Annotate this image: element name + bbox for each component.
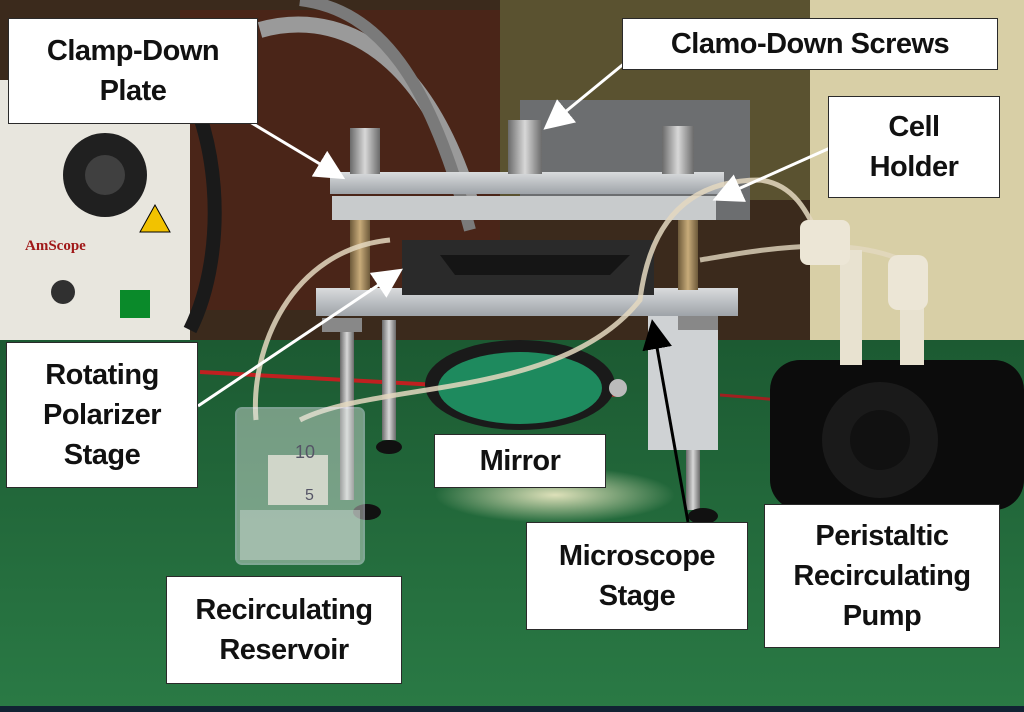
table-bottom-edge: [0, 706, 1024, 712]
label-recirculating-reservoir: Recirculating Reservoir: [166, 576, 402, 684]
beaker-mark-10: 10: [295, 442, 315, 462]
label-line: Clamo-Down Screws: [670, 28, 950, 60]
clamp-screws: [350, 120, 694, 174]
peristaltic-pump: [770, 220, 1024, 510]
lower-plate-nuts-2: [678, 316, 718, 330]
label-line: Reservoir: [219, 634, 349, 666]
label-line: Stage: [598, 580, 676, 612]
brass-post: [350, 218, 370, 290]
label-rotating-polarizer-stage: Rotating Polarizer Stage: [6, 342, 198, 488]
clamp-plate-bottom: [332, 196, 716, 220]
label-line: Plate: [99, 75, 167, 107]
label-mirror: Mirror: [434, 434, 606, 488]
cell-holder: [402, 240, 654, 295]
label-line: Stage: [63, 439, 141, 471]
label-line: Recirculating: [793, 560, 971, 592]
brass-post-2: [678, 218, 698, 290]
mirror: [425, 340, 627, 430]
label-line: Mirror: [479, 445, 561, 477]
label-line: Rotating: [45, 359, 159, 391]
label-clamp-down-screws: Clamo-Down Screws: [622, 18, 998, 70]
label-line: Recirculating: [195, 594, 373, 626]
label-line: Cell: [888, 111, 940, 143]
label-cell-holder: Cell Holder: [828, 96, 1000, 198]
label-line: Microscope: [558, 540, 716, 572]
label-line: Peristaltic: [815, 520, 949, 552]
label-line: Pump: [842, 600, 922, 632]
label-clamp-down-plate: Clamp-Down Plate: [8, 18, 258, 124]
lower-plate-nuts: [322, 318, 362, 332]
brand-text: AmScope: [25, 238, 86, 254]
microscope-stage-column: [648, 310, 718, 450]
label-line: Clamp-Down: [46, 35, 220, 67]
clamp-plate-top: [330, 172, 724, 194]
label-line: Holder: [869, 151, 959, 183]
beaker-mark-5: 5: [305, 487, 314, 504]
label-line: Polarizer: [43, 399, 162, 431]
label-peristaltic-pump: Peristaltic Recirculating Pump: [764, 504, 1000, 648]
reservoir-beaker: 10 5: [235, 407, 365, 565]
label-microscope-stage: Microscope Stage: [526, 522, 748, 630]
